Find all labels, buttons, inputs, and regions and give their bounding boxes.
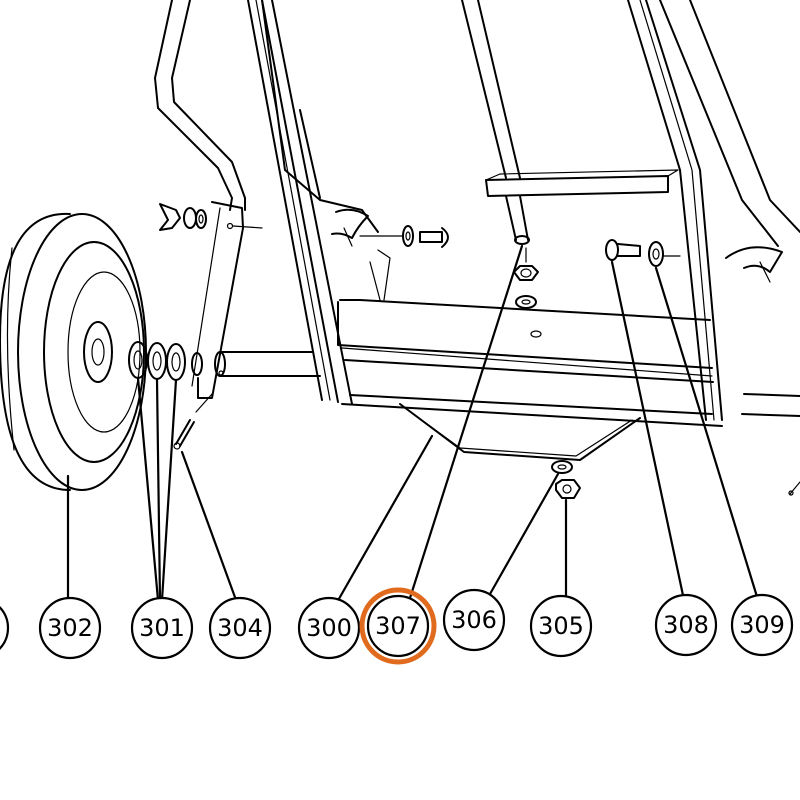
callout-300[interactable]: 300 (297, 596, 361, 660)
right-bolt (605, 239, 681, 267)
leader-308 (610, 260, 686, 602)
svg-text:300: 300 (306, 614, 352, 642)
leader-lines (66, 244, 760, 606)
svg-text:305: 305 (538, 612, 584, 640)
callout-302[interactable]: 302 (38, 596, 102, 660)
edge-pin (788, 481, 800, 496)
cotter-pin (173, 393, 213, 450)
svg-text:302: 302 (47, 614, 93, 642)
callout-308[interactable]: 308 (654, 593, 718, 657)
leader-309 (654, 266, 760, 602)
base-plate (337, 249, 723, 427)
highlight-ring (359, 587, 437, 665)
svg-text:301: 301 (139, 614, 185, 642)
callout-309[interactable]: 309 (730, 593, 794, 657)
leader-306 (488, 472, 560, 596)
carriage-bolt-center (359, 225, 449, 248)
callouts: 302 301 304 300 307 306 305 308 (0, 587, 794, 665)
top-cross-bar (485, 169, 679, 197)
center-lock-nut (513, 247, 542, 338)
leader-304 (180, 450, 238, 602)
svg-text:306: 306 (451, 606, 497, 634)
callout-307[interactable]: 307 (359, 587, 437, 665)
bottom-nut (551, 460, 581, 499)
wing-nut (159, 203, 207, 231)
svg-text:309: 309 (739, 611, 785, 639)
leader-301c (160, 378, 178, 602)
leader-301a (136, 376, 160, 602)
leader-300 (334, 434, 434, 606)
left-bracket-plate (191, 201, 263, 399)
svg-text:304: 304 (217, 614, 263, 642)
center-tube (461, 0, 530, 245)
callout-edge[interactable] (0, 598, 10, 658)
left-handle-bar (154, 0, 246, 211)
left-upright (247, 0, 379, 405)
callout-305[interactable]: 305 (529, 594, 593, 658)
callout-306[interactable]: 306 (442, 588, 506, 652)
callout-304[interactable]: 304 (208, 596, 272, 660)
leader-307 (408, 244, 524, 600)
right-upright (627, 0, 800, 421)
svg-text:308: 308 (663, 611, 709, 639)
leader-301b (155, 378, 162, 602)
callout-301[interactable]: 301 (130, 596, 194, 660)
wheel (0, 212, 147, 491)
axle (214, 351, 800, 417)
svg-text:307: 307 (375, 612, 421, 640)
dolly-frame-drawing (0, 0, 800, 499)
skid-plate (399, 403, 641, 461)
